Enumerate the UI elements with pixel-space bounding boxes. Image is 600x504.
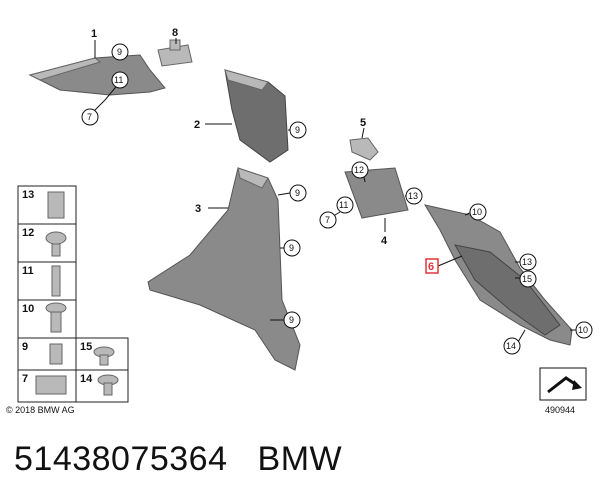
callout-14: 14	[506, 341, 516, 351]
part-1-trim: 1	[28, 28, 166, 96]
part-6-trim: 6	[423, 204, 573, 346]
callout-9-d: 9	[289, 243, 294, 253]
callout-10: 10	[472, 207, 482, 217]
legend-11: 11	[22, 265, 34, 277]
label-2: 2	[194, 119, 200, 131]
label-6: 6	[428, 261, 434, 273]
label-1: 1	[91, 28, 97, 40]
legend-15: 15	[80, 341, 92, 353]
part-8-bracket: 8	[157, 27, 193, 67]
legend-14: 14	[80, 373, 93, 385]
callout-7-a: 7	[87, 112, 92, 122]
copyright-text: © 2018 BMW AG	[6, 405, 75, 415]
part-2-cover: 2	[194, 69, 289, 163]
legend-7: 7	[22, 373, 28, 385]
callouts: 9 11 7 9 9 9 9 12 11 7 13 10	[81, 43, 593, 355]
label-8: 8	[172, 27, 178, 39]
legend-9: 9	[22, 341, 28, 353]
callout-9-c: 9	[295, 188, 300, 198]
footer-line: 51438075364 BMW	[14, 440, 372, 479]
callout-13-a: 13	[408, 191, 418, 201]
legend-13: 13	[22, 189, 34, 201]
callout-10-b: 10	[578, 325, 588, 335]
image-number: 490944	[545, 405, 576, 415]
callout-15: 15	[522, 274, 532, 284]
callout-11-b: 11	[339, 200, 348, 210]
callout-7-b: 7	[325, 215, 330, 225]
callout-9-a: 9	[117, 47, 122, 57]
parts-diagram: 1 8 2 3 5 4 6	[17, 27, 593, 403]
callout-12: 12	[354, 165, 364, 175]
part-5-clip: 5	[349, 117, 379, 161]
part-3-pillar-trim: 3	[147, 167, 301, 371]
callout-9-e: 9	[289, 315, 294, 325]
part-6-highlight	[425, 258, 439, 274]
fastener-legend: 13 12 11 10 9 15 7 14	[17, 185, 129, 403]
callout-13-b: 13	[522, 257, 532, 267]
direction-arrow-icon	[539, 367, 587, 401]
part-number: 51438075364	[14, 440, 228, 478]
brand-name: BMW	[257, 440, 343, 478]
label-4: 4	[381, 235, 388, 247]
callout-11-a: 11	[114, 75, 123, 85]
legend-10: 10	[22, 303, 34, 315]
label-5: 5	[360, 117, 366, 129]
legend-12: 12	[22, 227, 34, 239]
label-3: 3	[195, 203, 201, 215]
part-4-panel: 4	[344, 167, 409, 247]
callout-9-b: 9	[295, 125, 300, 135]
